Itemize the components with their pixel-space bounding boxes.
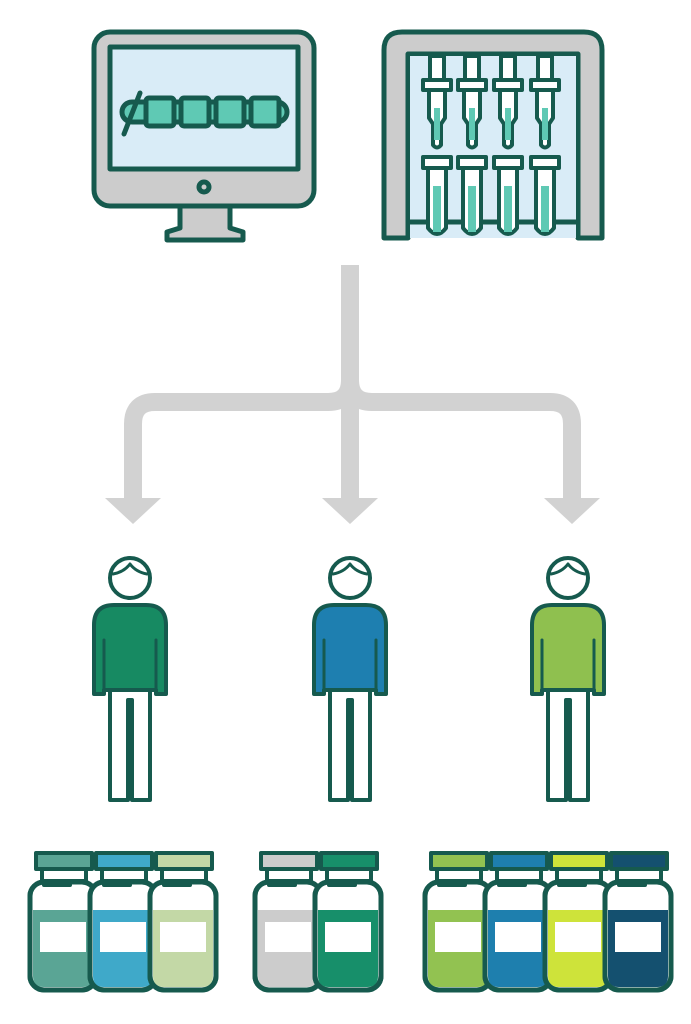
vial-icon bbox=[422, 851, 494, 993]
arrowhead bbox=[105, 498, 161, 524]
vial-icon bbox=[27, 851, 99, 993]
vial-group bbox=[252, 851, 384, 993]
vial-label bbox=[495, 922, 541, 952]
arrowhead bbox=[544, 498, 600, 524]
vial-label bbox=[615, 922, 661, 952]
pipette-icon bbox=[421, 54, 453, 150]
molecule-chain-icon bbox=[119, 90, 290, 137]
vial-label bbox=[555, 922, 601, 952]
vial-icon bbox=[602, 851, 674, 993]
pipette-icon bbox=[492, 54, 524, 150]
lab-rack-icon bbox=[381, 29, 605, 241]
pipette-icon bbox=[456, 54, 488, 150]
person-icon bbox=[312, 556, 388, 802]
vial-icon bbox=[147, 851, 219, 993]
test-tube-icon bbox=[492, 155, 524, 236]
test-tube-icon bbox=[529, 155, 561, 236]
test-tube-icon bbox=[421, 155, 453, 236]
test-tube-icon bbox=[456, 155, 488, 236]
vial-group bbox=[27, 851, 219, 993]
person-icon bbox=[92, 556, 168, 802]
distribution-arrows bbox=[124, 265, 581, 500]
vial-label bbox=[435, 922, 481, 952]
vial-icon bbox=[252, 851, 324, 993]
vial-label bbox=[40, 922, 86, 952]
computer-icon bbox=[91, 29, 317, 243]
vial-icon bbox=[312, 851, 384, 993]
vial-label bbox=[100, 922, 146, 952]
vial-label bbox=[265, 922, 311, 952]
vial-icon bbox=[482, 851, 554, 993]
pipette-icon bbox=[529, 54, 561, 150]
vial-label bbox=[325, 922, 371, 952]
vial-icon bbox=[87, 851, 159, 993]
person-icon bbox=[530, 556, 606, 802]
vial-icon bbox=[542, 851, 614, 993]
arrowhead bbox=[322, 498, 378, 524]
vial-group bbox=[422, 851, 674, 993]
vial-label bbox=[160, 922, 206, 952]
